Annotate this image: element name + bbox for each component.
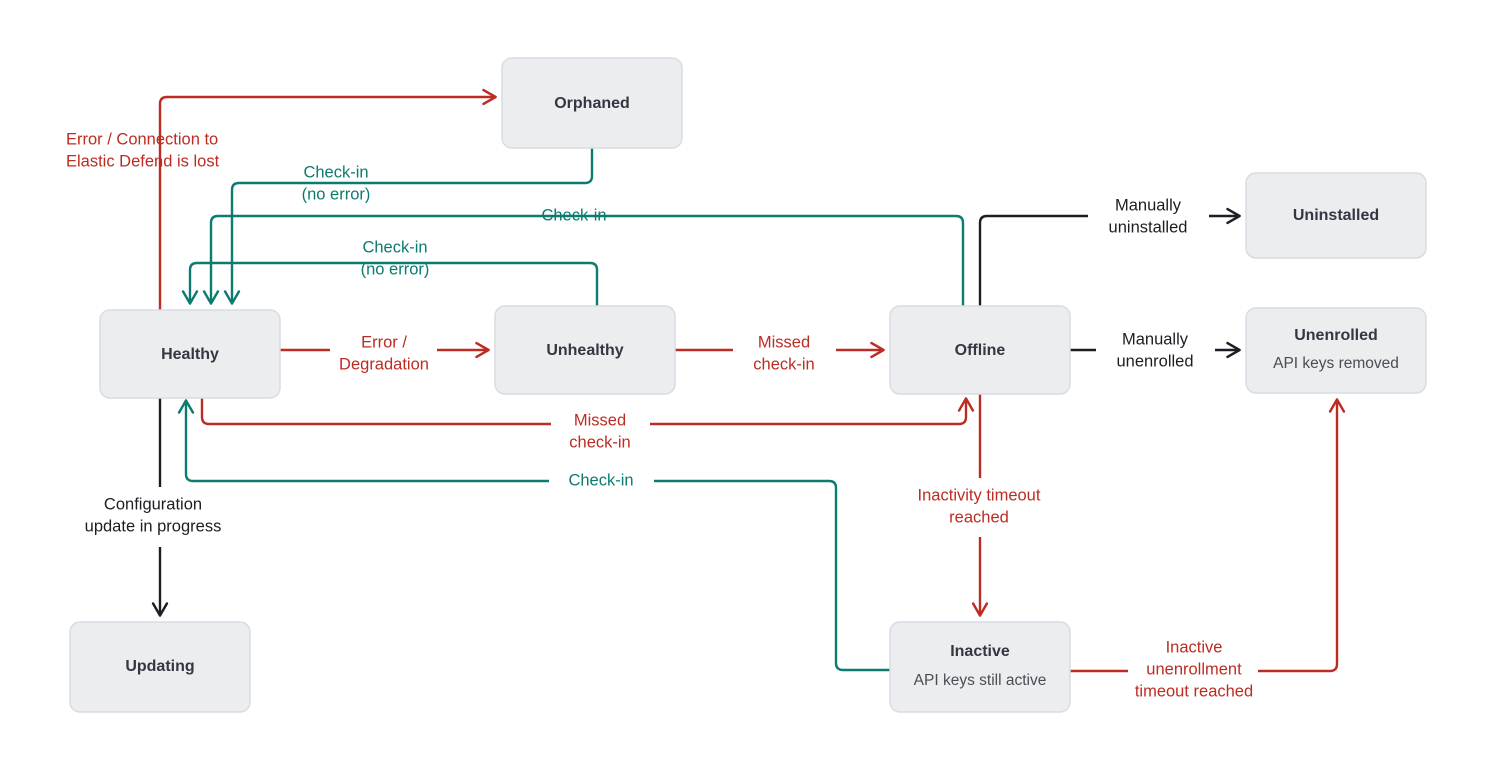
node-unenrolled-title: Unenrolled bbox=[1294, 327, 1378, 344]
node-orphaned-box[interactable] bbox=[501, 57, 683, 149]
label-unhealthy-to-offline: Missed check-in bbox=[753, 333, 814, 373]
edge-unhealthy-to-healthy bbox=[181, 261, 599, 306]
label-line: (no error) bbox=[302, 185, 371, 203]
label-healthy-to-offline: Missed check-in bbox=[569, 411, 630, 451]
node-updating-box[interactable] bbox=[69, 621, 251, 713]
node-uninstalled-box[interactable] bbox=[1245, 172, 1427, 259]
label-offline-to-uninstalled: Manually uninstalled bbox=[1109, 196, 1188, 236]
node-inactive-box[interactable] bbox=[889, 621, 1071, 713]
node-inactive-subtitle: API keys still active bbox=[914, 672, 1047, 689]
label-healthy-to-updating: Configuration update in progress bbox=[85, 495, 222, 535]
label-orphaned-to-healthy: Check-in (no error) bbox=[302, 163, 371, 203]
label-line: Manually bbox=[1122, 330, 1189, 348]
label-line: Check-in bbox=[303, 163, 368, 181]
label-line: Check-in bbox=[362, 238, 427, 256]
node-orphaned-title: Orphaned bbox=[554, 95, 630, 112]
label-unhealthy-to-healthy: Check-in (no error) bbox=[361, 238, 430, 278]
node-updating-title: Updating bbox=[125, 658, 194, 675]
node-updating[interactable]: Updating bbox=[69, 621, 251, 713]
label-line: Error / Connection to bbox=[66, 130, 218, 148]
node-healthy[interactable]: Healthy bbox=[99, 309, 281, 399]
node-unenrolled-subtitle: API keys removed bbox=[1273, 355, 1399, 372]
label-line: uninstalled bbox=[1109, 218, 1188, 236]
label-offline-to-healthy: Check-in bbox=[541, 206, 606, 224]
node-unhealthy-title: Unhealthy bbox=[546, 342, 623, 359]
node-inactive[interactable]: Inactive API keys still active bbox=[889, 621, 1071, 713]
node-unhealthy[interactable]: Unhealthy bbox=[494, 305, 676, 395]
label-inactive-to-healthy: Check-in bbox=[568, 471, 633, 489]
node-unhealthy-box[interactable] bbox=[494, 305, 676, 395]
label-line: Inactivity timeout bbox=[918, 486, 1041, 504]
node-healthy-title: Healthy bbox=[161, 346, 219, 363]
edge-orphaned-to-healthy bbox=[223, 148, 594, 305]
node-unenrolled-box[interactable] bbox=[1245, 307, 1427, 394]
label-line: Configuration bbox=[104, 495, 202, 513]
label-line: Check-in bbox=[541, 206, 606, 224]
edge-layer bbox=[151, 88, 1346, 673]
label-offline-to-unenrolled: Manually unenrolled bbox=[1116, 330, 1193, 370]
label-line: Degradation bbox=[339, 355, 429, 373]
label-line: (no error) bbox=[361, 260, 430, 278]
label-line: timeout reached bbox=[1135, 682, 1253, 700]
label-line: Manually bbox=[1115, 196, 1182, 214]
node-orphaned[interactable]: Orphaned bbox=[501, 57, 683, 149]
label-line: Missed bbox=[574, 411, 626, 429]
label-healthy-to-orphaned: Error / Connection to Elastic Defend is … bbox=[66, 130, 220, 170]
node-layer: Orphaned Healthy Unhealthy Offline Unins… bbox=[69, 57, 1427, 713]
label-line: Missed bbox=[758, 333, 810, 351]
edge-offline-to-uninstalled bbox=[978, 207, 1241, 306]
node-healthy-box[interactable] bbox=[99, 309, 281, 399]
label-line: unenrollment bbox=[1146, 660, 1242, 678]
edge-healthy-to-orphaned bbox=[158, 88, 497, 310]
label-line: check-in bbox=[569, 433, 630, 451]
edge-healthy-to-offline bbox=[200, 397, 975, 426]
label-offline-to-inactive: Inactivity timeout reached bbox=[918, 486, 1041, 526]
node-uninstalled[interactable]: Uninstalled bbox=[1245, 172, 1427, 259]
label-inactive-to-unenrolled: Inactive unenrollment timeout reached bbox=[1135, 638, 1253, 700]
node-unenrolled[interactable]: Unenrolled API keys removed bbox=[1245, 307, 1427, 394]
edge-inactive-to-healthy bbox=[177, 399, 890, 672]
label-healthy-to-unhealthy: Error / Degradation bbox=[339, 333, 429, 373]
label-line: check-in bbox=[753, 355, 814, 373]
label-line: update in progress bbox=[85, 517, 222, 535]
label-line: Error / bbox=[361, 333, 407, 351]
node-inactive-title: Inactive bbox=[950, 643, 1010, 660]
node-offline[interactable]: Offline bbox=[889, 305, 1071, 395]
edge-offline-to-healthy bbox=[202, 214, 965, 306]
node-offline-title: Offline bbox=[955, 342, 1006, 359]
label-line: unenrolled bbox=[1116, 352, 1193, 370]
label-line: Inactive bbox=[1166, 638, 1223, 656]
label-line: reached bbox=[949, 508, 1009, 526]
edge-label-layer: Error / Connection to Elastic Defend is … bbox=[66, 130, 1253, 700]
node-uninstalled-title: Uninstalled bbox=[1293, 207, 1379, 224]
edge-inactive-to-unenrolled bbox=[1070, 398, 1346, 673]
label-line: Elastic Defend is lost bbox=[66, 152, 220, 170]
node-offline-box[interactable] bbox=[889, 305, 1071, 395]
label-line: Check-in bbox=[568, 471, 633, 489]
